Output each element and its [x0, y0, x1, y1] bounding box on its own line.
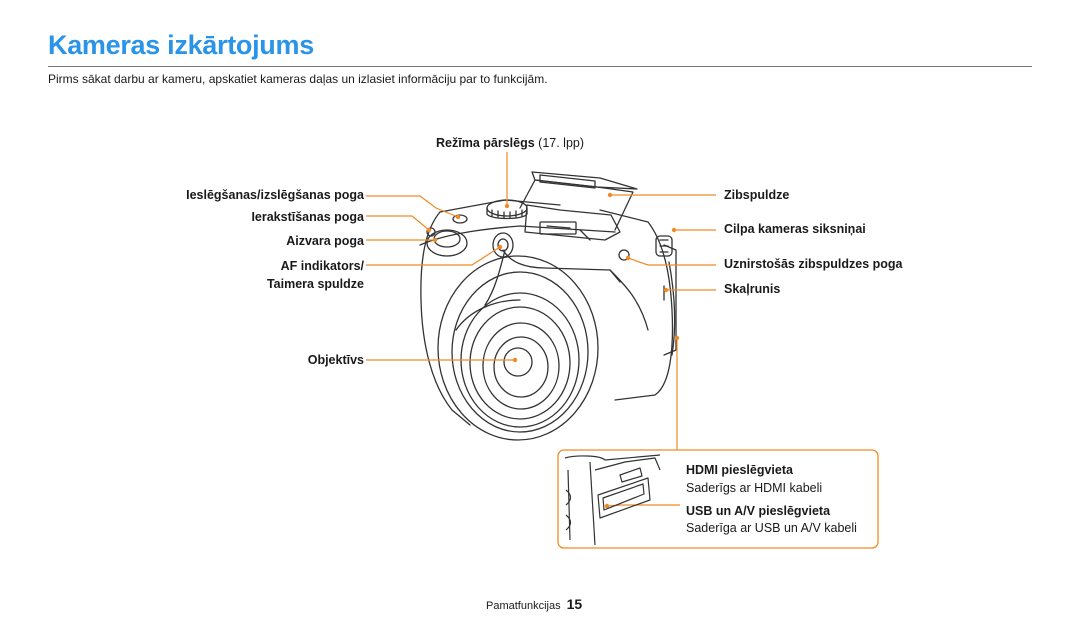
page-footer: Pamatfunkcijas 15 — [486, 596, 582, 612]
page-number: 15 — [566, 596, 583, 612]
title-divider — [48, 66, 1032, 67]
usb-port-description: Saderīga ar USB un A/V kabeli — [686, 521, 857, 535]
timer-lamp-label: Taimera spuldze — [266, 277, 364, 291]
speaker-label: Skaļrunis — [724, 282, 781, 296]
mode-dial-label: Režīma pārslēgs (17. lpp) — [436, 136, 585, 150]
power-button-label: Ieslēgšanas/izslēgšanas poga — [186, 188, 364, 202]
page-title: Kameras izkārtojums — [48, 30, 314, 60]
strap-eyelet-label: Cilpa kameras siksniņai — [724, 222, 866, 236]
lens-label: Objektīvs — [307, 353, 364, 367]
record-button-label: Ierakstīšanas poga — [251, 210, 364, 224]
intro-text: Pirms sākat darbu ar kameru, apskatiet k… — [48, 72, 548, 86]
af-indicator-label: AF indikators/ — [280, 259, 364, 273]
flash-label: Zibspuldze — [724, 188, 790, 202]
shutter-button-label: Aizvara poga — [286, 234, 364, 248]
flash-popup-button-label: Uznirstošās zibspuldzes poga — [724, 257, 903, 271]
hdmi-port-description: Saderīgs ar HDMI kabeli — [686, 481, 823, 495]
usb-port-label: USB un A/V pieslēgvieta — [686, 504, 831, 518]
hdmi-port-label: HDMI pieslēgvieta — [686, 463, 793, 477]
footer-section: Pamatfunkcijas — [486, 600, 561, 612]
